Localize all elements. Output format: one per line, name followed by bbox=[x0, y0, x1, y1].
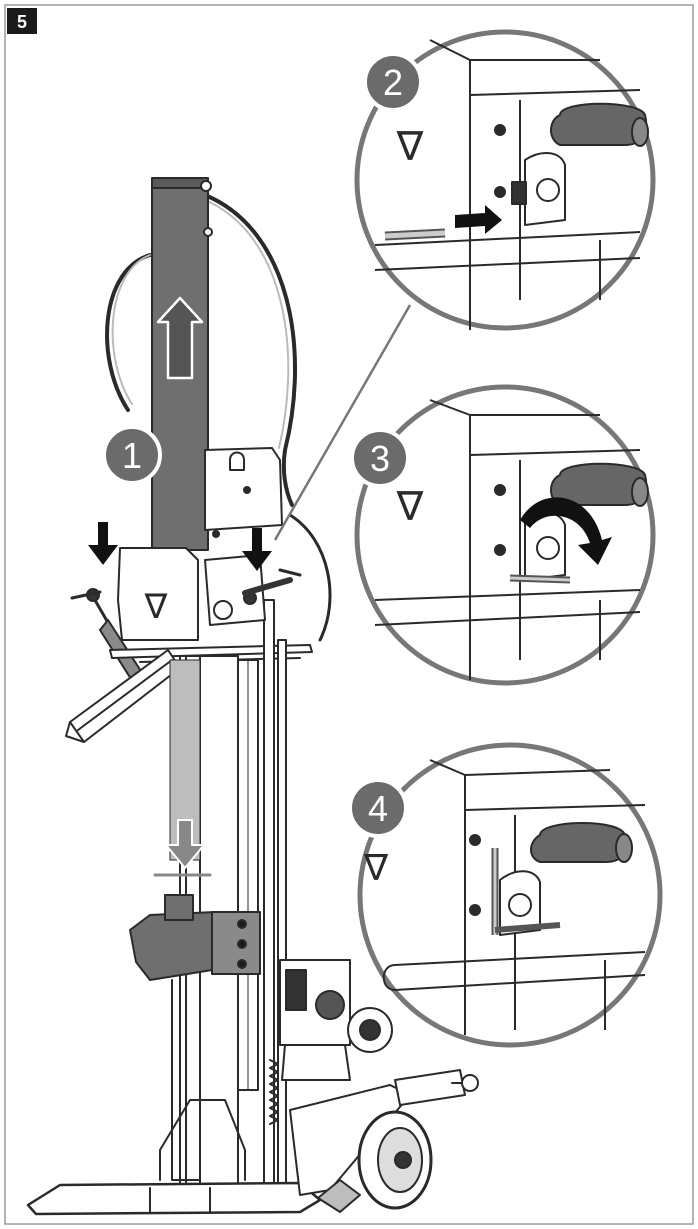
figure-frame bbox=[4, 4, 694, 1225]
hydraulic-hose-right-inner bbox=[204, 199, 290, 449]
arrow-down-icon bbox=[88, 522, 118, 565]
wedge-plate bbox=[211, 911, 261, 975]
log-splitter bbox=[26, 177, 479, 1216]
step-number-4: 4 bbox=[368, 788, 388, 829]
hose-lower bbox=[288, 513, 332, 642]
locking-pin-main bbox=[242, 577, 293, 596]
hydraulic-hose-left-inner bbox=[111, 254, 151, 405]
detail-circle-4: ∇ bbox=[357, 742, 663, 1048]
step-number-1: 1 bbox=[122, 435, 142, 476]
guard-housing bbox=[117, 547, 199, 641]
hydraulic-hose-right bbox=[203, 193, 297, 507]
arrow-right-icon bbox=[455, 205, 502, 234]
figure-number-badge bbox=[7, 8, 37, 34]
warning-symbol: ∇ bbox=[144, 587, 168, 627]
arrow-down-gray-icon bbox=[165, 819, 205, 869]
splitting-wedge bbox=[129, 911, 216, 981]
arrow-down-icon bbox=[242, 528, 272, 571]
cylinder-cap bbox=[151, 177, 209, 189]
zoom-connector bbox=[273, 304, 412, 541]
detail-symbol-3: ∇ bbox=[396, 484, 424, 530]
stand-foot bbox=[317, 1179, 361, 1213]
step-badge-2 bbox=[363, 52, 423, 112]
step-number-3: 3 bbox=[370, 438, 390, 479]
base-plate bbox=[26, 1181, 322, 1216]
detail-symbol-4: ∇ bbox=[363, 848, 389, 889]
detail-circle-2: ∇ bbox=[354, 29, 656, 331]
hydraulic-hose-left bbox=[105, 253, 152, 412]
return-spring bbox=[269, 1059, 279, 1125]
detail-symbol-2: ∇ bbox=[396, 124, 424, 170]
step-badge-4 bbox=[348, 778, 408, 838]
step-badge-3 bbox=[350, 428, 410, 488]
step-number-2: 2 bbox=[383, 62, 403, 103]
arrow-up-icon bbox=[156, 296, 204, 380]
column-leg bbox=[171, 974, 201, 1181]
step-badge-1 bbox=[102, 425, 162, 485]
curved-arrow-icon bbox=[520, 497, 612, 565]
figure-number: 5 bbox=[17, 12, 27, 32]
detail-circle-3: ∇ bbox=[354, 384, 656, 686]
